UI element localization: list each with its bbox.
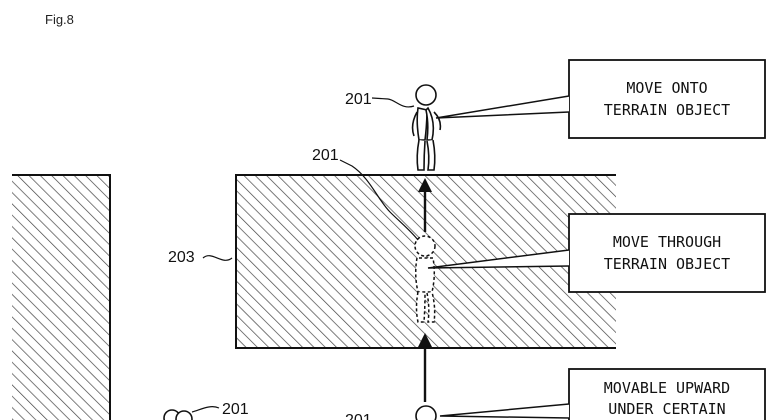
ref-character-top-leader [371,97,415,108]
arrow-up-lower [418,333,432,402]
ref-terrain: 203 [168,249,195,266]
callout-movable-upward-line2: UNDER CERTAIN [608,400,725,418]
ref-character-bottom-left: 201 [222,401,249,418]
arrow-up-upper [418,178,432,232]
ref-character-bottom-left-leader [191,406,220,413]
ref-character-bottom: 201 [345,412,372,420]
callout-move-through-line1: MOVE THROUGH [613,233,721,251]
character-bottom-left [163,409,193,420]
callout-move-onto-line1: MOVE ONTO [626,79,707,97]
ref-character-middle-leader [339,159,419,241]
callout-move-onto: MOVE ONTO TERRAIN OBJECT [435,59,766,139]
callout-movable-upward-line1: MOVABLE UPWARD [604,379,730,397]
terrain-object-left [12,174,111,420]
character-bottom [415,405,437,420]
callout-movable-upward: MOVABLE UPWARD UNDER CERTAIN [439,368,766,420]
ref-character-middle: 201 [312,147,339,164]
character-top [411,84,442,171]
ref-terrain-leader [202,255,233,261]
figure-label: Fig.8 [45,12,74,27]
callout-move-through: MOVE THROUGH TERRAIN OBJECT [427,213,766,293]
callout-move-onto-line2: TERRAIN OBJECT [604,101,730,119]
ref-character-top: 201 [345,91,372,108]
callout-move-through-line2: TERRAIN OBJECT [604,255,730,273]
character-passing-through [414,235,436,323]
